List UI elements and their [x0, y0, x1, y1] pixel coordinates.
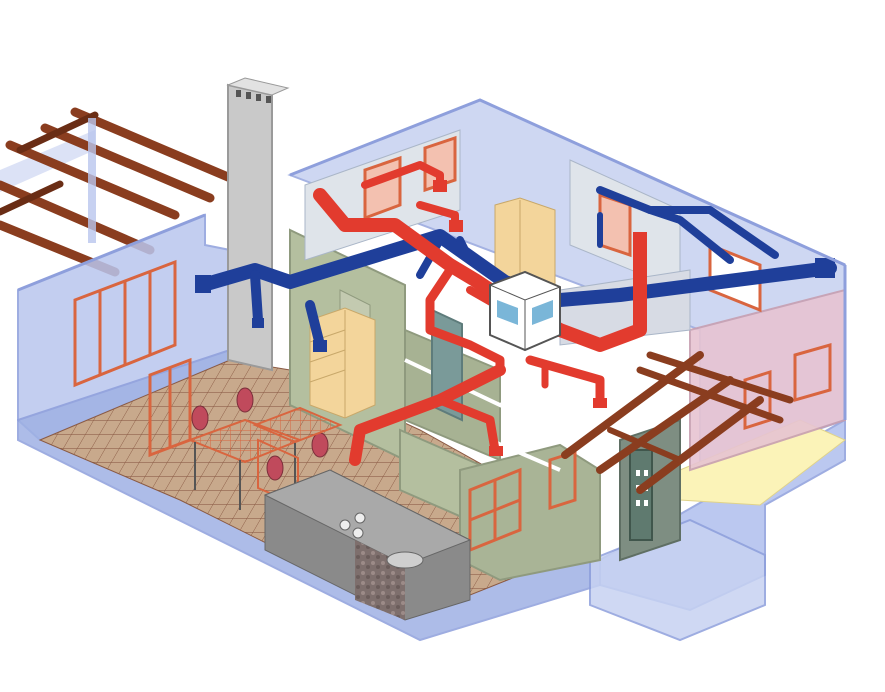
- left-pergola: [0, 107, 240, 277]
- windows: [73, 135, 832, 553]
- kitchen-counter: [263, 469, 472, 621]
- glass-edges: [17, 98, 847, 420]
- supply-duct-outlets: [433, 180, 647, 456]
- pantry-shelf: [309, 307, 376, 419]
- heat-recovery-unit: [489, 270, 561, 352]
- dining-chairs: [191, 387, 329, 481]
- right-roof-truss: [561, 351, 794, 494]
- extract-duct-outlets: [195, 258, 835, 352]
